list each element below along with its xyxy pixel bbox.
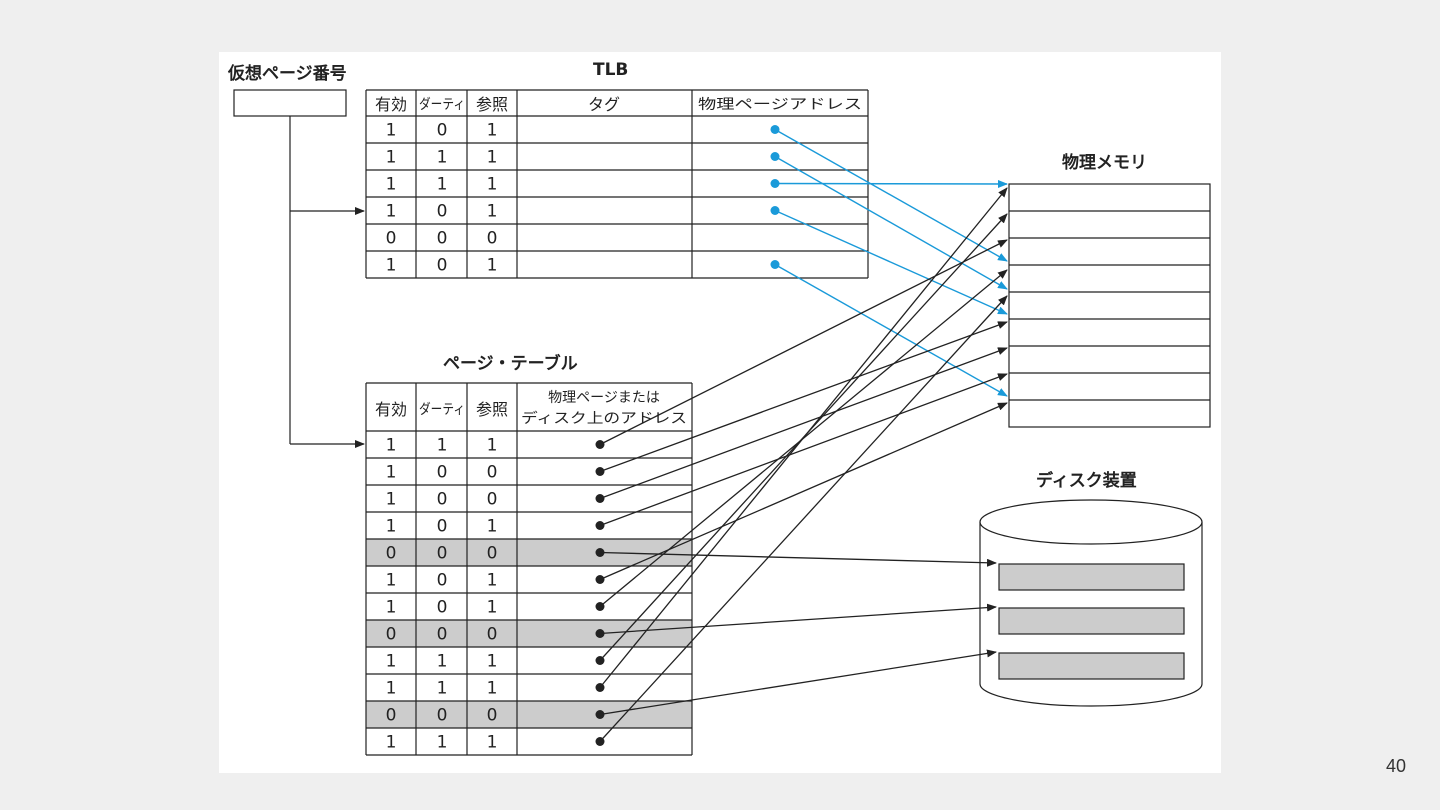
virtual-page-box: [233, 89, 347, 117]
tlb-cell: 1: [386, 175, 397, 195]
mapping-arrows: [595, 125, 1008, 746]
disk-top: [979, 499, 1203, 545]
pt-cell: 0: [437, 544, 448, 564]
tlb-header-dirty: ダーティ: [419, 97, 465, 113]
pt-mapping-arrow: [599, 321, 1008, 473]
disk-title: ディスク装置: [1036, 470, 1137, 491]
pt-cell: 1: [386, 571, 397, 591]
pt-cell: 1: [386, 436, 397, 456]
tlb-cell: 0: [437, 256, 448, 276]
virtual-page-label: 仮想ページ番号: [227, 63, 347, 84]
pt-cell: 1: [437, 733, 448, 753]
pt-cell: 1: [386, 490, 397, 510]
page-table-title: ページ・テーブル: [443, 353, 578, 374]
tlb-cell: 1: [437, 175, 448, 195]
tlb-cell: 0: [437, 202, 448, 222]
tlb-mapping-arrow: [774, 179, 1008, 188]
pt-cell: 1: [386, 652, 397, 672]
pt-cell: 0: [386, 625, 397, 645]
pt-cell: 0: [487, 706, 498, 726]
pt-header-address-line2: ディスク上のアドレス: [521, 410, 687, 427]
pt-cell: 1: [386, 517, 397, 537]
pt-cell: 1: [487, 652, 498, 672]
pt-mapping-arrow: [599, 603, 997, 635]
tlb-cell: 1: [386, 121, 397, 141]
tlb-table: 有効 ダーティ 参照 タグ 物理ページアドレス 1 0 1 1 1 1 1 1 1 1 0 1 0 0 0 1…: [365, 89, 869, 279]
tlb-cell: 0: [487, 229, 498, 249]
tlb-cell: 1: [487, 175, 498, 195]
pt-cell: 1: [386, 679, 397, 699]
tlb-cell: 1: [386, 256, 397, 276]
pt-invalid-row-shade: [366, 701, 692, 728]
pt-mapping-arrow: [599, 187, 1008, 688]
physical-memory-title: 物理メモリ: [1062, 152, 1147, 173]
pt-invalid-row-shade: [366, 620, 692, 647]
pt-mapping-arrow: [599, 649, 997, 716]
memory-frame: [1008, 183, 1211, 428]
pt-cell: 1: [487, 517, 498, 537]
pt-invalid-row-shade: [366, 539, 692, 566]
tlb-header-ref: 参照: [476, 95, 508, 114]
pt-mapping-arrow: [599, 295, 1008, 742]
pt-cell: 0: [437, 463, 448, 483]
tlb-cell: 1: [487, 121, 498, 141]
tlb-cell: 0: [437, 121, 448, 141]
pt-cell: 0: [487, 490, 498, 510]
pt-cell: 0: [437, 706, 448, 726]
disk-block: [998, 563, 1185, 591]
pt-mapping-arrow: [599, 239, 1008, 446]
pt-cell: 1: [386, 733, 397, 753]
pt-mapping-arrow: [599, 347, 1008, 500]
pt-cell: 0: [487, 463, 498, 483]
pt-cell: 1: [487, 733, 498, 753]
pt-mapping-arrow: [599, 402, 1008, 581]
pt-cell: 0: [386, 706, 397, 726]
pt-cell: 1: [487, 679, 498, 699]
pt-cell: 1: [386, 598, 397, 618]
tlb-cell: 1: [386, 202, 397, 222]
pt-cell: 1: [386, 463, 397, 483]
pt-cell: 0: [487, 625, 498, 645]
tlb-title: TLB: [593, 60, 628, 80]
page-number: 40: [1385, 756, 1406, 776]
pt-cell: 1: [487, 571, 498, 591]
pt-header-dirty: ダーティ: [419, 402, 465, 418]
tlb-mapping-arrow: [774, 128, 1008, 262]
pt-header-address-line1: 物理ページまたは: [548, 390, 660, 406]
tlb-cell: 0: [386, 229, 397, 249]
pt-cell: 0: [437, 517, 448, 537]
disk-block: [998, 607, 1185, 635]
tlb-cell: 1: [386, 148, 397, 168]
pt-cell: 1: [437, 436, 448, 456]
pt-cell: 0: [437, 571, 448, 591]
pt-header-ref: 参照: [476, 400, 508, 419]
pt-mapping-arrow: [599, 373, 1008, 527]
pt-cell: 1: [437, 679, 448, 699]
tlb-header-physical-address: 物理ページアドレス: [698, 97, 862, 113]
tlb-cell: 1: [487, 148, 498, 168]
pt-cell: 0: [386, 544, 397, 564]
pt-header-valid: 有効: [375, 400, 407, 419]
pt-cell: 0: [487, 544, 498, 564]
page-table: 有効 ダーティ 参照 物理ページまたは ディスク上のアドレス 1 1 1 1 0 0 1 0 0…: [365, 382, 693, 756]
pt-cell: 0: [437, 625, 448, 645]
tlb-header-valid: 有効: [375, 95, 407, 114]
tlb-cell: 1: [437, 148, 448, 168]
physical-memory: [1008, 183, 1211, 428]
pt-cell: 1: [487, 436, 498, 456]
pt-cell: 0: [437, 490, 448, 510]
disk-device: [979, 499, 1203, 707]
pt-mapping-arrow: [599, 551, 997, 567]
tlb-header-tag: タグ: [588, 95, 620, 114]
tlb-mapping-arrow: [774, 209, 1008, 315]
tlb-cell: 0: [437, 229, 448, 249]
pt-cell: 1: [437, 652, 448, 672]
disk-block: [998, 652, 1185, 680]
tlb-cell: 1: [487, 256, 498, 276]
tlb-mapping-arrow: [774, 155, 1008, 290]
pt-cell: 1: [487, 598, 498, 618]
pt-cell: 0: [437, 598, 448, 618]
tlb-cell: 1: [487, 202, 498, 222]
